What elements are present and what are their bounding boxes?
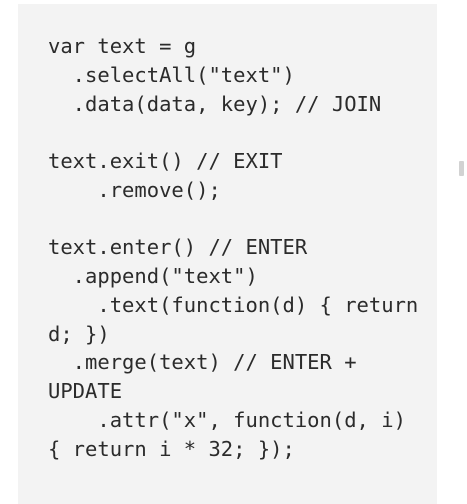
code-block: var text = g .selectAll("text") .data(da…: [18, 4, 437, 504]
code-line: text.exit() // EXIT: [48, 149, 283, 173]
code-line: [48, 118, 418, 147]
code-line: .attr("x", function(d, i): [48, 407, 406, 432]
code-line: .data(data, key); // JOIN: [48, 91, 382, 116]
code-line: { return i * 32; });: [48, 436, 295, 461]
code-line: [48, 205, 418, 234]
code-line: .text(function(d) { return: [48, 292, 419, 317]
code-line: .selectAll("text"): [48, 62, 295, 87]
code-content: var text = g .selectAll("text") .data(da…: [48, 32, 418, 463]
code-line: text.enter() // ENTER: [48, 235, 308, 260]
code-line: .remove();: [48, 177, 221, 202]
code-line: var text = g: [48, 34, 197, 58]
code-line: .append("text"): [48, 264, 258, 288]
code-line: .merge(text) // ENTER +: [48, 350, 357, 375]
code-line: UPDATE: [48, 379, 123, 403]
scrollbar-thumb[interactable]: [459, 161, 464, 176]
code-line: d; }): [48, 321, 110, 346]
